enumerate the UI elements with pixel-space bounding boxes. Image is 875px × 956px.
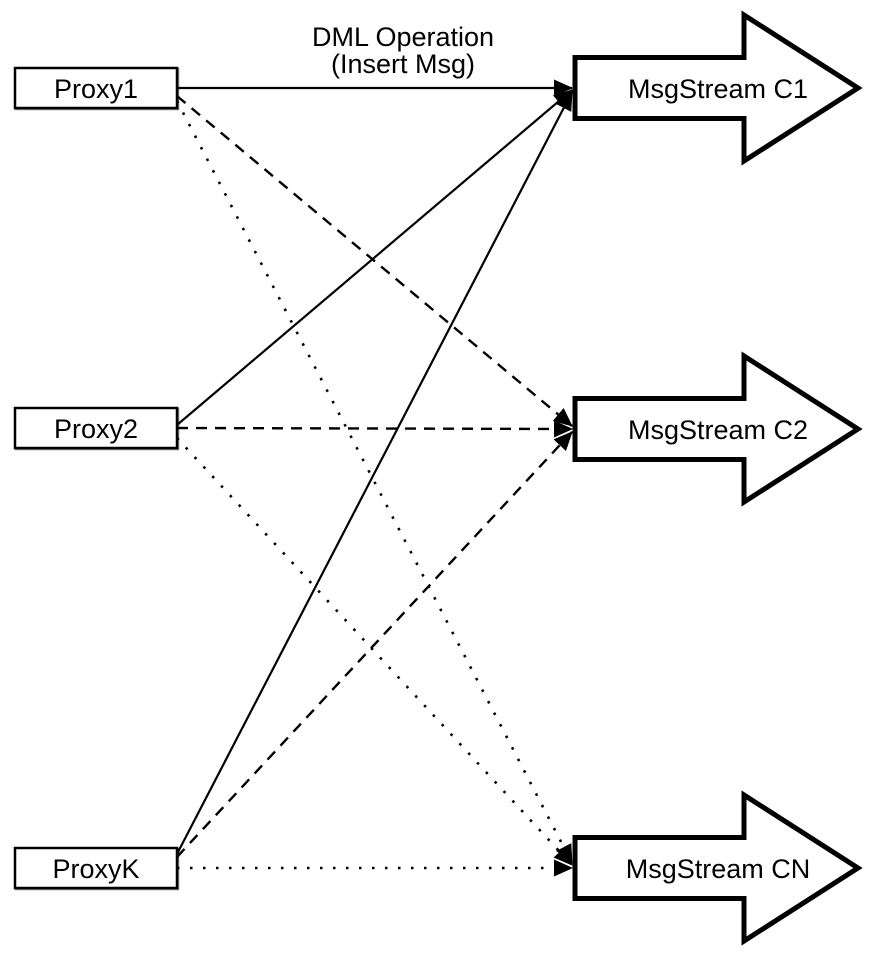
edge-proxyk-stream1	[176, 91, 573, 855]
proxy1-label: Proxy1	[54, 74, 138, 104]
annotation-dml-operation: DML Operation	[312, 22, 494, 52]
msgstream-c1-label: MsgStream C1	[628, 74, 808, 104]
msgstream-cn-arrow	[572, 790, 863, 946]
proxyk-label: ProxyK	[52, 854, 139, 884]
edge-proxy1-stream2	[176, 95, 573, 427]
msgstream-cn-label: MsgStream CN	[626, 854, 811, 884]
msgstream-c2-arrow	[572, 351, 863, 507]
proxyk-box	[13, 846, 179, 890]
edge-proxy2-streamn	[176, 437, 573, 866]
msgstream-c2-label: MsgStream C2	[628, 415, 808, 445]
edge-proxyk-stream2	[176, 431, 573, 858]
annotation-insert-msg: (Insert Msg)	[331, 49, 475, 79]
msgstream-c1-arrow	[572, 10, 863, 166]
edge-proxy2-stream1	[176, 89, 573, 426]
proxy2-box	[13, 406, 179, 450]
proxy1-box	[13, 66, 179, 110]
edge-proxy2-stream2	[176, 420, 573, 438]
proxy2-label: Proxy2	[54, 414, 138, 444]
edge-proxy1-streamn	[175, 100, 574, 864]
